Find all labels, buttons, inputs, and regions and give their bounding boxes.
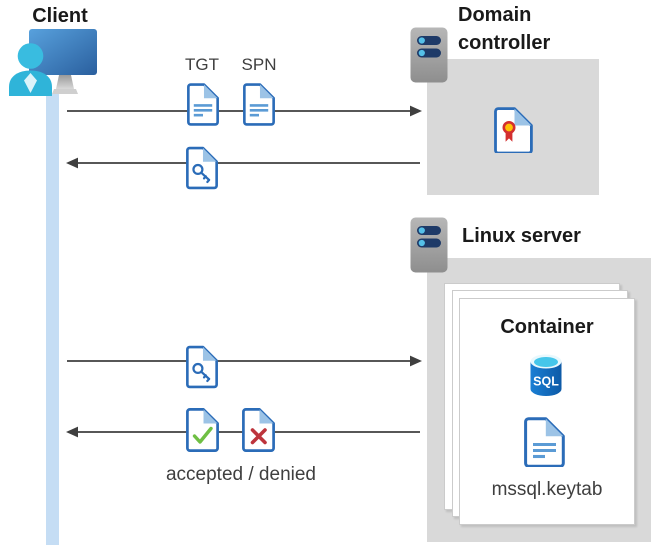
- container-label: Container: [500, 316, 594, 338]
- client-label: Client: [32, 5, 88, 27]
- monitor-icon: [29, 29, 97, 94]
- arrow-right-ticket-to-server: [67, 355, 422, 367]
- client-icon: [8, 27, 98, 97]
- certificate-icon: [494, 107, 533, 153]
- sql-label: SQL: [533, 375, 559, 389]
- accepted-denied-label: accepted / denied: [165, 464, 316, 485]
- sql-database-icon: SQL: [528, 353, 564, 398]
- keytab-label: mssql.keytab: [491, 479, 603, 500]
- person-icon: [9, 43, 52, 96]
- tgt-document-icon: [187, 83, 219, 126]
- tgt-label: TGT: [185, 55, 219, 74]
- cross-document-icon: [242, 408, 275, 452]
- key-document-icon: [186, 345, 218, 389]
- domain-controller-label: Domain controller: [458, 4, 551, 54]
- spn-document-icon: [243, 83, 275, 126]
- keytab-document-icon: [524, 417, 565, 467]
- arrow-left-ticket-response: [66, 157, 420, 169]
- container-paper: Container SQL: [459, 298, 635, 525]
- client-timeline-bar: [46, 94, 59, 545]
- key-document-icon: [186, 146, 218, 190]
- spn-label: SPN: [241, 55, 277, 74]
- check-document-icon: [186, 408, 219, 452]
- domain-controller-server-icon: [410, 27, 448, 83]
- linux-server-icon: [410, 217, 448, 273]
- linux-server-label: Linux server: [462, 225, 581, 247]
